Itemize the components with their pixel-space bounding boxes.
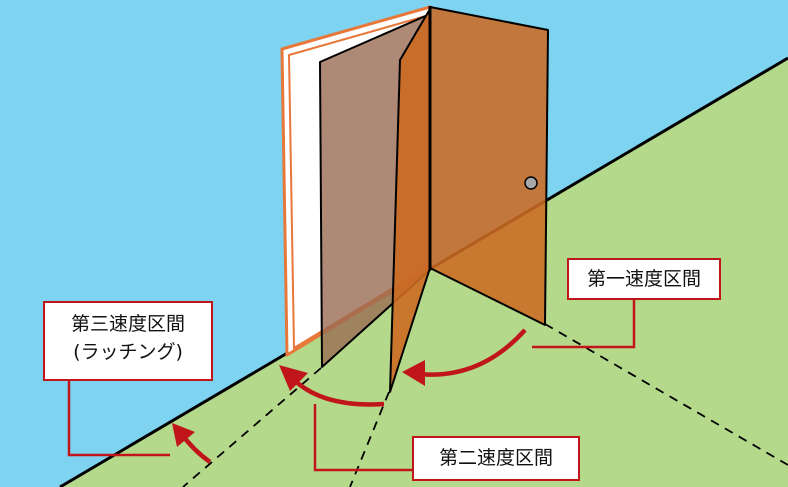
first-speed-zone-text: 第一速度区間 <box>586 268 701 290</box>
leader-line-first <box>532 300 636 349</box>
curved-arrow-icon-first <box>417 328 527 377</box>
third-speed-zone-label: 第三速度区間 (ラッチング) <box>43 301 213 381</box>
first-speed-zone-label: 第一速度区間 <box>567 258 721 300</box>
door-open <box>429 6 549 326</box>
latching-text: (ラッチング) <box>73 340 183 363</box>
second-speed-zone-text: 第二速度区間 <box>438 447 553 469</box>
curved-arrow-icon-second <box>290 376 385 407</box>
third-speed-zone-text: 第三速度区間 <box>70 313 185 335</box>
leader-line-third <box>67 381 170 457</box>
second-speed-zone-label: 第二速度区間 <box>412 436 580 481</box>
door-knob-icon <box>524 176 538 190</box>
leader-line-second <box>313 404 412 472</box>
dashed-line-third <box>182 367 322 487</box>
